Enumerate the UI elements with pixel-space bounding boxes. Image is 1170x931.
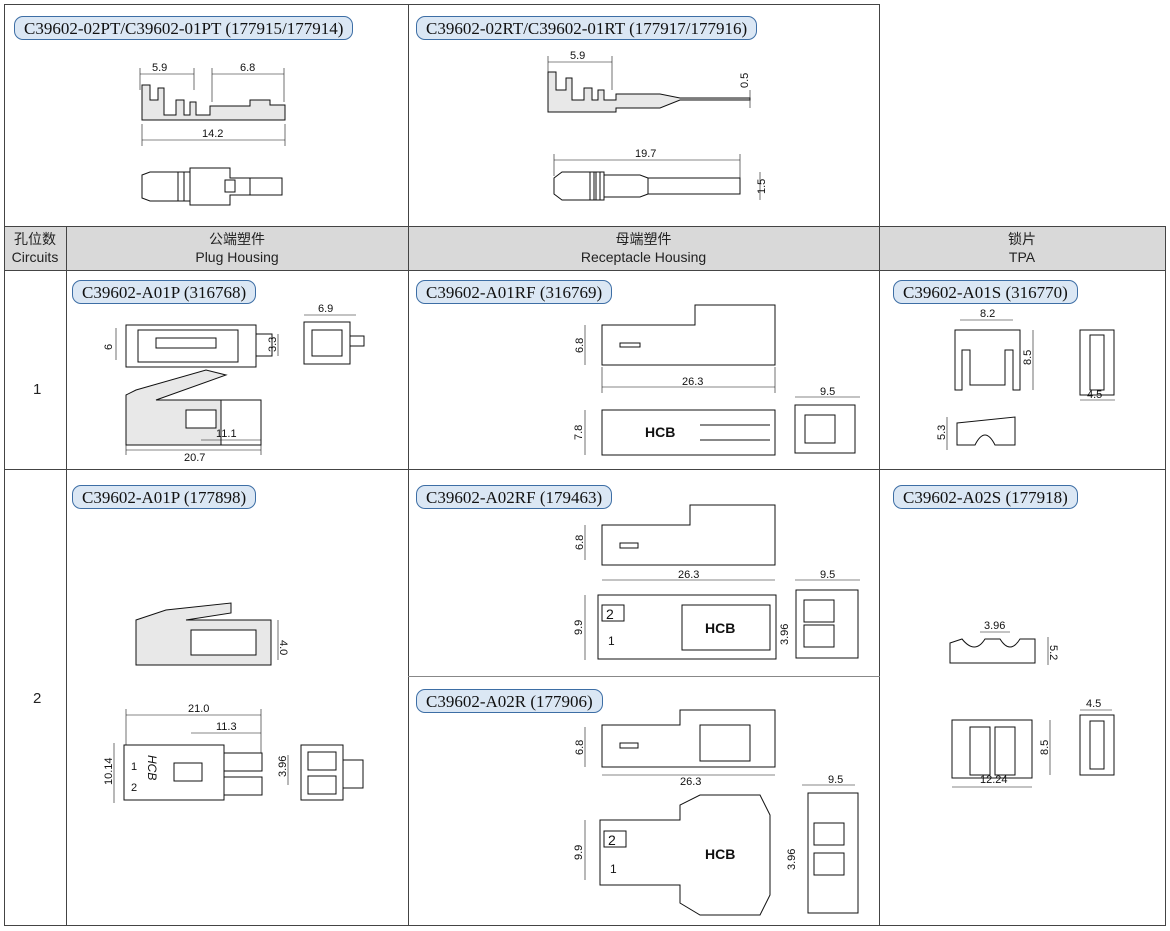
svg-text:3.3: 3.3	[267, 337, 279, 352]
svg-text:HCB: HCB	[705, 846, 735, 862]
svg-text:3.96: 3.96	[277, 756, 289, 777]
plug-terminal-drawing: 5.9 6.8 14.2	[139, 62, 286, 206]
part-label-receptacle-2a: C39602-A02RF (179463)	[416, 485, 613, 509]
header-tpa-en: TPA	[1008, 249, 1036, 265]
grid-bottom	[4, 925, 1166, 926]
part-label-receptacle-1: C39602-A01RF (316769)	[416, 280, 613, 304]
svg-text:HCB: HCB	[145, 755, 159, 780]
receptacle-housing-2a-drawing: 6.8 26.3 9.9 2 1 HCB 9.5 3.96	[573, 504, 860, 660]
svg-text:9.5: 9.5	[828, 774, 843, 786]
part-label-tpa-2: C39602-A02S (177918)	[893, 485, 1078, 509]
receptacle-housing-2b-drawing: 6.8 26.3 9.9 2 1 HCB 9.5 3.96	[573, 709, 859, 916]
part-label-plug-1: C39602-A01P (316768)	[72, 280, 257, 304]
svg-text:5.2: 5.2	[1047, 645, 1059, 660]
grid-left	[4, 4, 5, 926]
plug-housing-2-drawing: 4.0 21.0 11.3 10.14 1 2 HCB 3.96	[103, 602, 364, 803]
svg-text:1: 1	[608, 634, 615, 648]
svg-text:10.14: 10.14	[103, 757, 115, 785]
header-plug-en: Plug Housing	[195, 249, 279, 265]
header-plug: 公端塑件 Plug Housing	[66, 226, 408, 270]
svg-text:26.3: 26.3	[678, 569, 699, 581]
grid-row-divider	[4, 469, 1166, 470]
svg-text:HCB: HCB	[705, 620, 735, 636]
part-label-tpa-1: C39602-A01S (316770)	[893, 280, 1078, 304]
grid-top-right	[879, 4, 880, 226]
header-rec-en: Receptacle Housing	[580, 249, 707, 265]
svg-text:5.9: 5.9	[570, 50, 585, 62]
header-tpa: 锁片 TPA	[879, 226, 1165, 270]
svg-text:1: 1	[131, 761, 137, 773]
svg-text:5.3: 5.3	[936, 425, 948, 440]
svg-text:8.2: 8.2	[980, 308, 995, 320]
svg-text:6.8: 6.8	[240, 62, 255, 74]
svg-text:4.5: 4.5	[1086, 698, 1101, 710]
svg-text:6: 6	[103, 344, 115, 350]
receptacle-housing-1-drawing: 6.8 26.3 7.8 HCB 9.5	[573, 304, 860, 456]
svg-text:19.7: 19.7	[635, 148, 656, 160]
svg-text:3.96: 3.96	[779, 624, 791, 645]
svg-text:6.9: 6.9	[318, 303, 333, 315]
svg-text:12.24: 12.24	[980, 774, 1008, 786]
header-circuits-cn: 孔位数	[14, 231, 56, 247]
part-label-receptacle-terminal: C39602-02RT/C39602-01RT (177917/177916)	[416, 16, 758, 40]
tpa-2-drawing: 3.96 5.2 12.24 8.5 4.5	[949, 620, 1115, 788]
header-circuits: 孔位数 Circuits	[4, 226, 66, 270]
part-label-plug-2: C39602-A01P (177898)	[72, 485, 257, 509]
part-label-plug-terminal: C39602-02PT/C39602-01PT (177915/177914)	[14, 16, 354, 40]
circuits-2: 2	[33, 690, 42, 707]
grid-col3	[879, 226, 880, 926]
svg-text:8.5: 8.5	[1022, 350, 1034, 365]
svg-text:1: 1	[610, 862, 617, 876]
svg-text:2: 2	[606, 606, 614, 622]
grid-col1	[66, 226, 67, 926]
grid-col2	[408, 4, 409, 926]
tpa-1-drawing: 8.2 8.5 4.5 5.3	[936, 308, 1115, 450]
svg-text:11.1: 11.1	[216, 428, 237, 440]
svg-text:21.0: 21.0	[188, 703, 209, 715]
svg-text:3.96: 3.96	[984, 620, 1005, 632]
grid-right	[1165, 226, 1166, 926]
header-rec-cn: 母端塑件	[615, 231, 672, 247]
svg-text:1.5: 1.5	[756, 179, 768, 194]
svg-text:6.8: 6.8	[574, 338, 586, 353]
grid-header-top	[4, 226, 1166, 227]
svg-text:11.3: 11.3	[216, 721, 237, 733]
svg-text:2: 2	[131, 782, 137, 794]
header-receptacle: 母端塑件 Receptacle Housing	[408, 226, 879, 270]
plug-housing-1-drawing: 6 3.3 6.9 11.1 20.7	[103, 303, 365, 464]
svg-text:9.9: 9.9	[573, 620, 585, 635]
svg-text:3.96: 3.96	[786, 849, 798, 870]
header-plug-cn: 公端塑件	[209, 231, 265, 247]
header-tpa-cn: 锁片	[1008, 231, 1036, 247]
grid-header-bottom	[4, 270, 1166, 271]
receptacle-terminal-drawing: 5.9 0.5 19.7 1.5	[547, 50, 768, 201]
svg-text:6.8: 6.8	[574, 740, 586, 755]
svg-text:7.8: 7.8	[573, 425, 585, 440]
svg-text:4.0: 4.0	[277, 640, 289, 655]
svg-text:HCB: HCB	[645, 424, 675, 440]
header-band	[4, 226, 1166, 270]
svg-text:20.7: 20.7	[184, 452, 205, 464]
svg-text:9.5: 9.5	[820, 386, 835, 398]
svg-text:8.5: 8.5	[1039, 740, 1051, 755]
svg-text:14.2: 14.2	[202, 128, 223, 140]
svg-text:4.5: 4.5	[1087, 389, 1102, 401]
svg-text:2: 2	[608, 832, 616, 848]
header-circuits-en: Circuits	[11, 249, 59, 265]
grid-top	[4, 4, 880, 5]
svg-text:9.9: 9.9	[573, 845, 585, 860]
svg-text:5.9: 5.9	[152, 62, 167, 74]
circuits-1: 1	[33, 381, 42, 398]
part-label-receptacle-2b: C39602-A02R (177906)	[416, 689, 603, 713]
svg-text:26.3: 26.3	[680, 776, 701, 788]
grid-sub-divider	[408, 676, 880, 677]
svg-text:0.5: 0.5	[739, 73, 751, 88]
svg-text:26.3: 26.3	[682, 376, 703, 388]
svg-text:9.5: 9.5	[820, 569, 835, 581]
svg-text:6.8: 6.8	[574, 535, 586, 550]
